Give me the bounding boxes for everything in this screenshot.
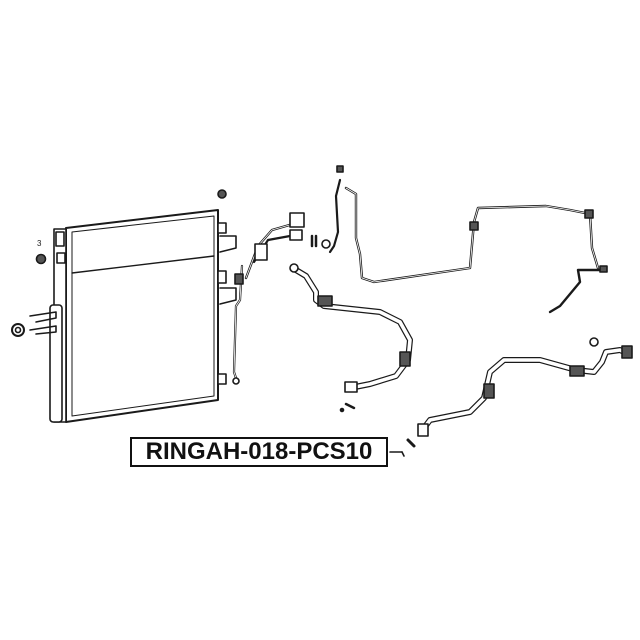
- condenser: 3: [11, 189, 237, 423]
- discharge-line: [244, 212, 331, 280]
- part-number-label: RINGAH-018-PCS10: [130, 437, 388, 467]
- suction-hose-1: [289, 263, 413, 413]
- o-ring: [389, 438, 416, 457]
- suction-hose-2: [417, 337, 633, 437]
- long-rigid-line: [328, 165, 608, 314]
- liquid-line: [232, 264, 244, 385]
- svg-text:3: 3: [37, 239, 42, 248]
